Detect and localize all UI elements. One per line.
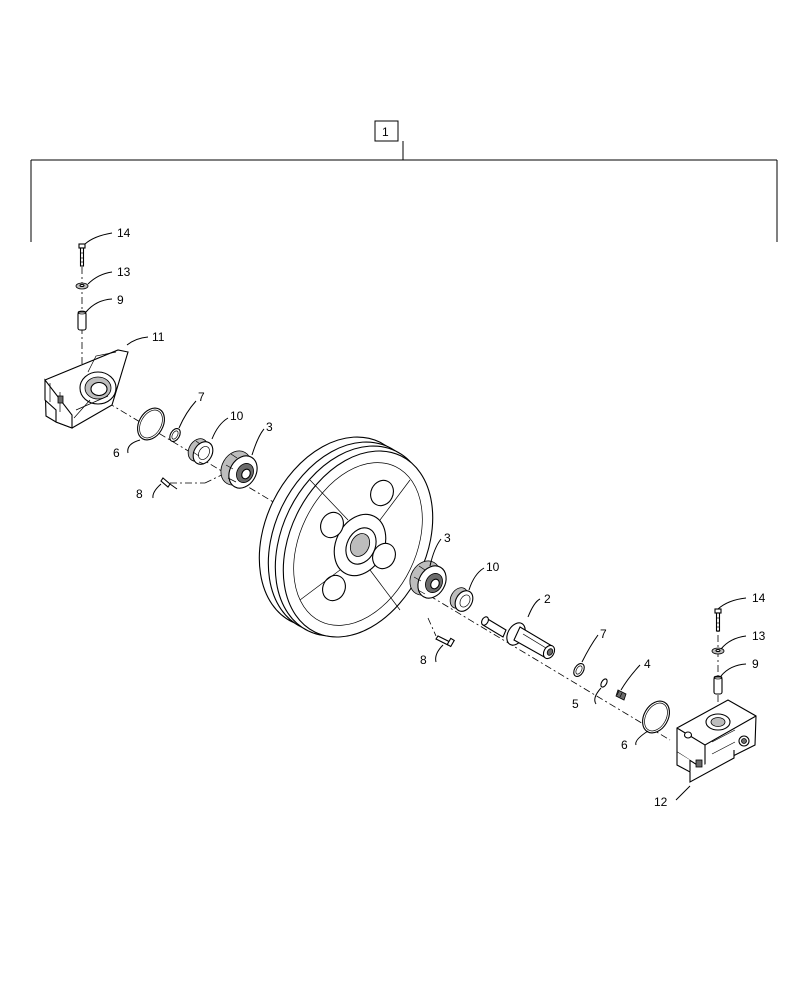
- callout-12: 12: [654, 795, 668, 809]
- ring-7-right: [573, 662, 585, 678]
- washer-13-bottom: [711, 647, 725, 655]
- bolt-14-bottom: [714, 608, 722, 632]
- callout-13-top: 13: [117, 265, 131, 279]
- callout-5: 5: [572, 697, 579, 711]
- housing-12: [676, 699, 757, 783]
- hub-3-right: [409, 560, 447, 599]
- assembly-number: 1: [382, 125, 389, 139]
- leader-lines: [84, 232, 747, 801]
- callout-7-right: 7: [600, 627, 607, 641]
- snap-ring-6-left: [137, 407, 165, 441]
- callout-6-left: 6: [113, 446, 120, 460]
- bolt-8-right: [435, 635, 455, 648]
- pin-9-top: [77, 310, 87, 331]
- callout-9-bottom: 9: [752, 657, 759, 671]
- callout-3-right: 3: [444, 531, 451, 545]
- assembly-bracket: 1: [30, 120, 778, 242]
- callout-8-left: 8: [136, 487, 143, 501]
- callout-10-right: 10: [486, 560, 500, 574]
- callout-2: 2: [544, 592, 551, 606]
- bolt-14-top: [78, 243, 86, 267]
- ring-7-left: [169, 427, 181, 443]
- callout-14-bottom: 14: [752, 591, 766, 605]
- seal-10-right: [449, 587, 474, 612]
- callout-9-top: 9: [117, 293, 124, 307]
- washer-13-top: [75, 282, 89, 290]
- pin-9-bottom: [713, 675, 723, 695]
- callout-10-left: 10: [230, 409, 244, 423]
- housing-11: [44, 349, 129, 429]
- idler-wheel: [258, 436, 434, 638]
- plug-4: [615, 689, 627, 701]
- callout-14-top: 14: [117, 226, 131, 240]
- seal-10-left: [187, 438, 214, 465]
- callout-7-left: 7: [198, 390, 205, 404]
- callout-8-right: 8: [420, 653, 427, 667]
- callout-11: 11: [152, 330, 165, 344]
- callout-3-left: 3: [266, 420, 273, 434]
- snap-ring-6-right: [642, 700, 670, 734]
- ring-5: [600, 678, 608, 688]
- callout-labels: 14 13 9 11 6 7 10 3 8 3 10 2 8 7 4 5 14 …: [113, 226, 766, 809]
- shaft-2: [481, 616, 556, 660]
- hub-3-left: [220, 450, 258, 489]
- callout-4: 4: [644, 657, 651, 671]
- callout-6-right: 6: [621, 738, 628, 752]
- callout-13-bottom: 13: [752, 629, 766, 643]
- bolt-8-left: [160, 477, 178, 490]
